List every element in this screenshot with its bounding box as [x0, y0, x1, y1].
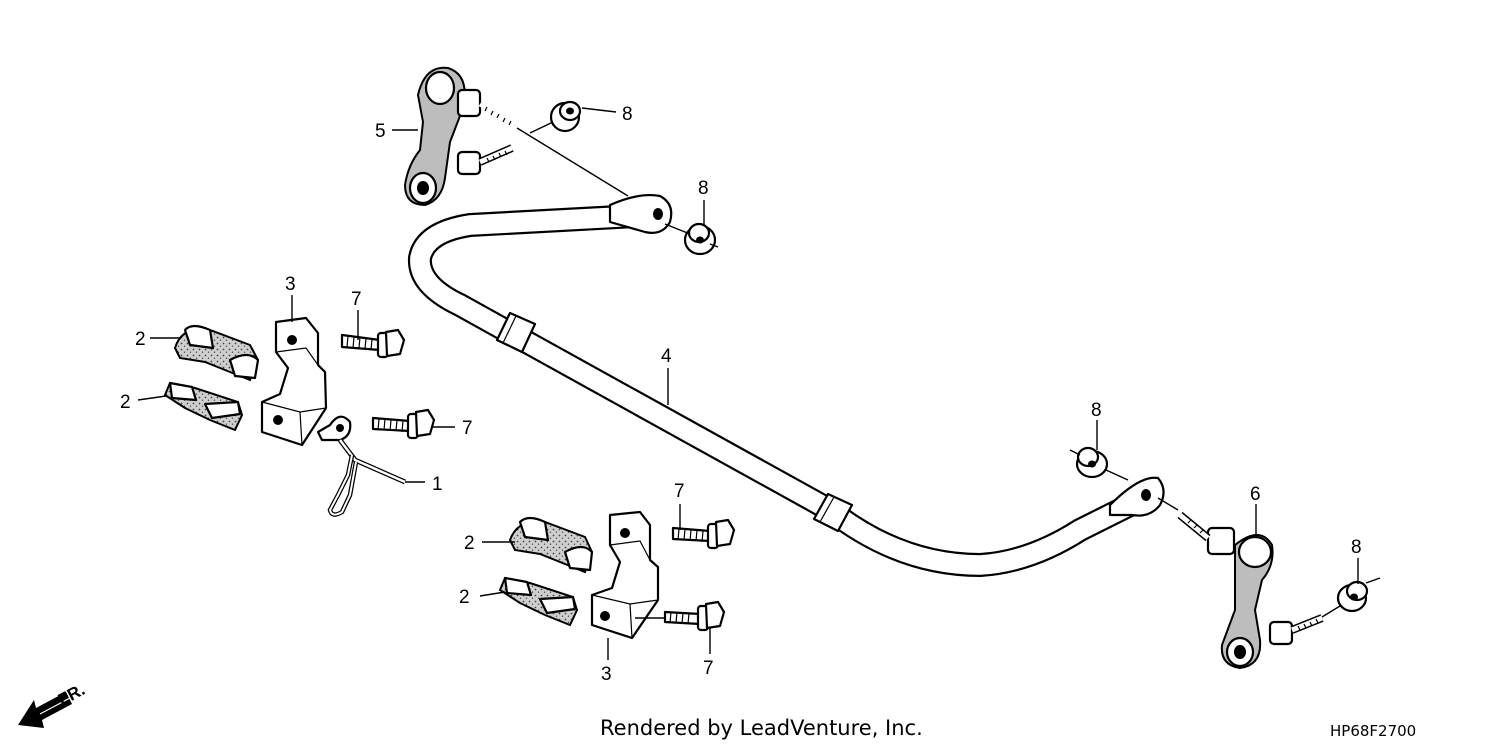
stabilizer-link-lower [1177, 511, 1324, 669]
bolt-2 [371, 408, 436, 440]
callout-8: 8 [698, 178, 709, 199]
stabilizer-bar [407, 193, 1165, 577]
callout-3: 3 [601, 664, 612, 685]
wire-bracket [316, 415, 407, 517]
bushing-lower-1 [163, 381, 244, 432]
callout-7: 7 [674, 481, 685, 502]
flange-nut-3 [1075, 446, 1109, 479]
front-arrow-icon [18, 692, 72, 728]
callout-7: 7 [462, 418, 473, 439]
callout-4: 4 [661, 346, 672, 367]
callout-8: 8 [1091, 400, 1102, 421]
bushing-upper-1 [173, 324, 260, 382]
front-direction-indicator: FR. [18, 680, 88, 728]
flange-nut-2 [683, 222, 717, 256]
bushing-holder-upper [260, 316, 328, 447]
bushing-upper-2 [508, 516, 594, 574]
flange-nut-1 [549, 100, 582, 133]
callout-7: 7 [351, 289, 362, 310]
callout-2: 2 [464, 533, 475, 554]
bolt-4 [663, 600, 726, 632]
callout-8: 8 [622, 104, 633, 125]
bolt-3 [671, 518, 736, 550]
callout-1: 1 [432, 474, 443, 495]
credit-text: Rendered by LeadVenture, Inc. [600, 716, 923, 740]
callout-5: 5 [375, 121, 386, 142]
callout-3: 3 [285, 274, 296, 295]
bushing-holder-lower [590, 510, 660, 640]
flange-nut-4 [1336, 580, 1369, 613]
callout-8: 8 [1351, 537, 1362, 558]
callout-2: 2 [135, 329, 146, 350]
bushing-lower-2 [498, 576, 579, 627]
callout-2: 2 [459, 587, 470, 608]
callout-2: 2 [120, 392, 131, 413]
leader-lines [137, 107, 1381, 660]
bolt-1 [340, 328, 406, 359]
callout-7: 7 [703, 658, 714, 679]
callout-6: 6 [1250, 484, 1261, 505]
callouts: 5 8 8 4 3 7 2 2 7 1 2 2 7 3 7 8 6 8 [120, 104, 1362, 685]
stabilizer-link-upper [404, 66, 517, 206]
diagram-code: HP68F2700 [1330, 722, 1417, 740]
